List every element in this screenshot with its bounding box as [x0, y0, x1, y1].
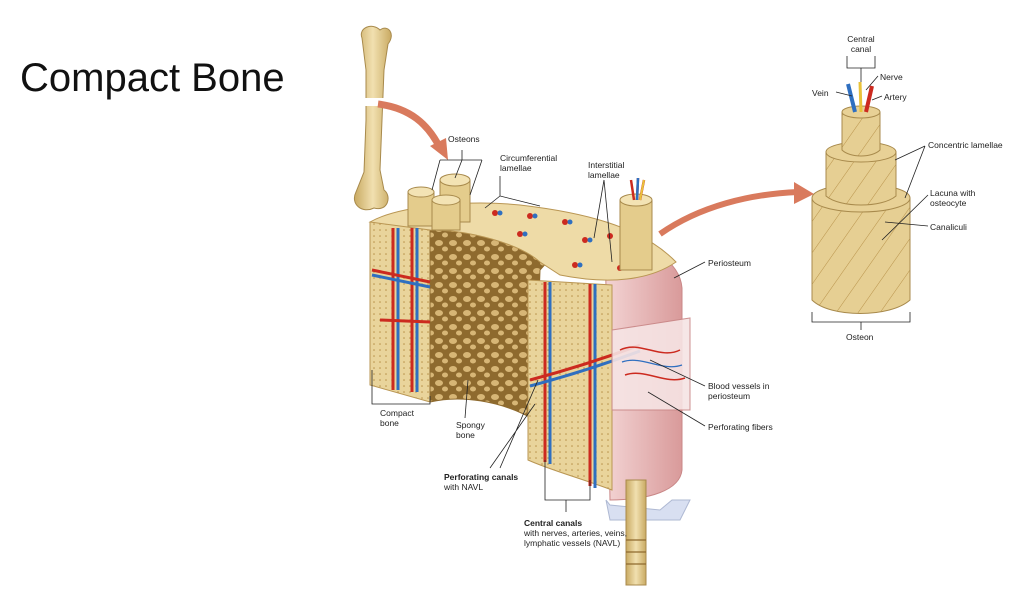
label-perforating-fibers: Perforating fibers: [708, 422, 773, 432]
label-canaliculi: Canaliculi: [930, 222, 967, 232]
label-periosteum: Periosteum: [708, 258, 751, 268]
label-spongy-bone: Spongy bone: [456, 420, 485, 440]
label-nerve: Nerve: [880, 72, 903, 82]
label-vein: Vein: [812, 88, 829, 98]
label-perforating-canals: Perforating canals with NAVL: [444, 472, 534, 492]
perforating-canals-title: Perforating canals: [444, 472, 519, 482]
zoom-arrow-right-icon: [658, 189, 799, 237]
central-canals-sub: with nerves, arteries, veins, lymphatic …: [524, 528, 627, 548]
label-concentric-lamellae: Concentric lamellae: [928, 140, 1003, 150]
slide-title: Compact Bone: [20, 56, 285, 100]
perforating-canals-sub: with NAVL: [444, 482, 484, 492]
label-osteons: Osteons: [448, 134, 480, 144]
bone-section-block: [368, 202, 691, 501]
label-central-canal: Central canal: [847, 34, 875, 54]
label-compact-bone: Compact bone: [380, 408, 415, 428]
leader-lines: [371, 56, 929, 512]
label-blood-vessels-periosteum: Blood vessels in periosteum: [708, 381, 770, 401]
label-circumferential-lamellae: Circumferential lamellae: [500, 153, 558, 173]
osteon-cylinders: [407, 173, 471, 231]
label-lacuna-osteocyte: Lacuna with osteocyte: [930, 188, 976, 208]
central-canals-title: Central canals: [524, 518, 583, 528]
label-interstitial-lamellae: Interstitial lamellae: [588, 160, 625, 180]
osteon-detail: [811, 81, 911, 314]
bone-shaft: [605, 479, 691, 586]
label-central-canals: Central canals with nerves, arteries, ve…: [524, 518, 628, 548]
zoom-arrow-left-icon: [377, 100, 444, 150]
long-bone-icon: [354, 25, 392, 211]
osteon-tall: [619, 177, 653, 271]
label-osteon: Osteon: [846, 332, 874, 342]
label-artery: Artery: [884, 92, 907, 102]
